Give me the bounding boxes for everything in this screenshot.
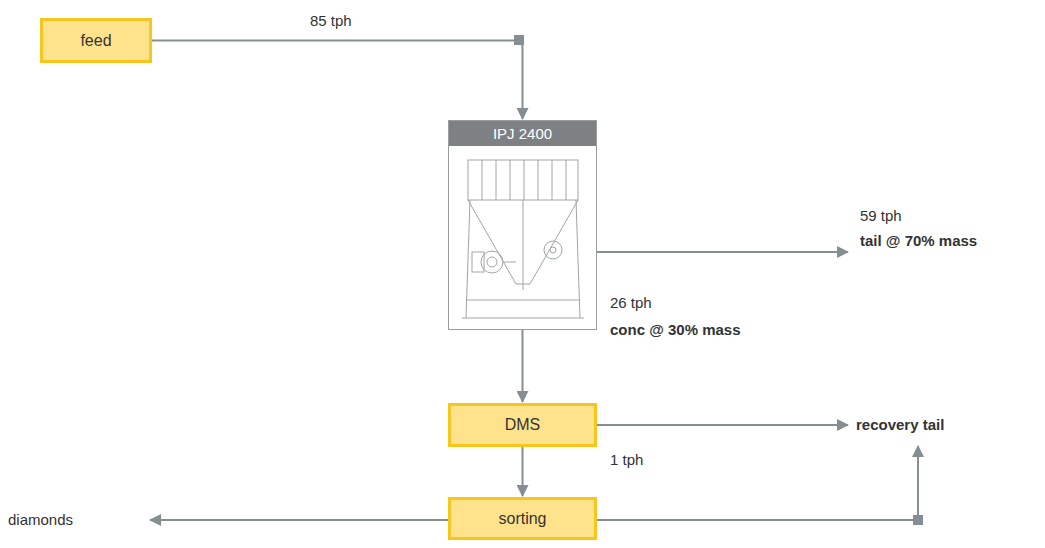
stream-label: tail @ 70% mass [858,232,979,249]
flow-rate: 85 tph [308,12,354,29]
flow-rate: 1 tph [608,451,645,468]
node-label: DMS [505,416,541,434]
jig-illustration [462,160,584,318]
jig-title: IPJ 2400 [449,121,596,146]
flow-arrow [152,41,523,120]
stream-label: recovery tail [854,416,946,433]
tail-arrow [597,251,848,253]
stream-label: diamonds [6,511,75,528]
reject-line [597,446,918,520]
diamonds-arrow [150,519,448,521]
process-box: sorting [448,497,597,540]
recovery-tail-arrow [597,424,848,426]
flow-arrow [522,447,524,496]
node-label: sorting [498,510,546,528]
feed-box: feed [40,18,152,63]
flow-arrow [522,330,524,402]
process-box: DMS [448,403,597,447]
flow-rate: 26 tph [608,294,654,311]
stream-label: conc @ 30% mass [608,321,743,338]
node-label: feed [80,32,111,50]
stream-label: 59 tph [858,207,904,224]
jig-box: IPJ 2400 [448,120,597,330]
junction-square [913,515,923,525]
